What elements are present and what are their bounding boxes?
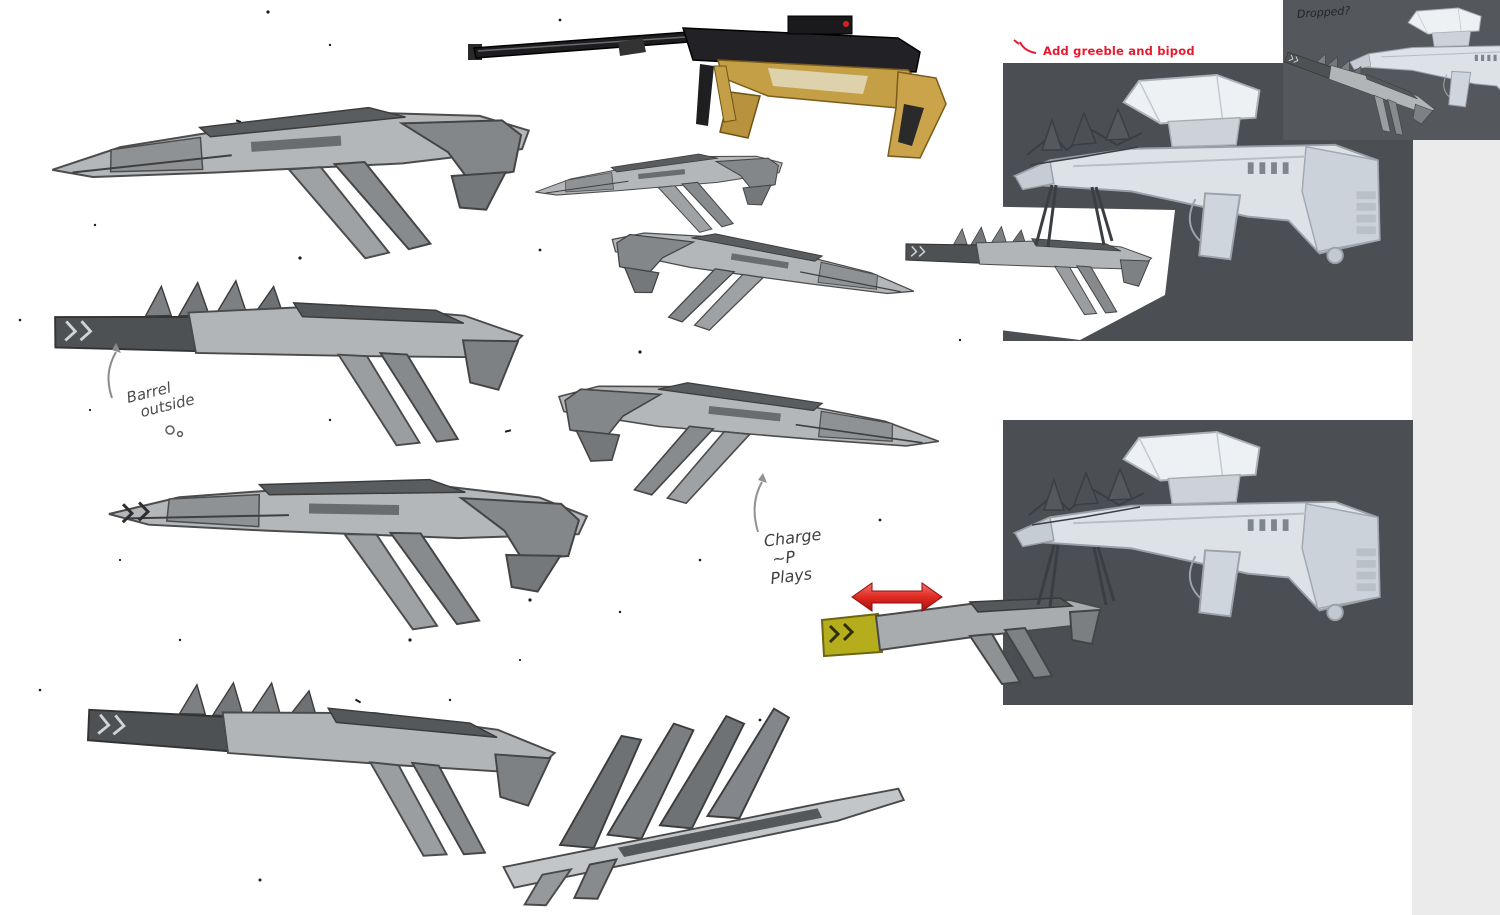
greeble-pointer-icon — [1013, 39, 1037, 54]
sketch-rifle-row2-center — [599, 217, 919, 362]
sketch-rifle-mid-left — [105, 472, 589, 634]
swap-arrow-icon — [851, 582, 943, 612]
sketch-rifle-bottom-center — [495, 701, 910, 909]
sketch-rifle-top-left — [48, 95, 538, 281]
render-rifle-hero-colored — [468, 15, 947, 159]
charge-note-arrow — [753, 473, 767, 533]
barrel-note-arrow — [107, 343, 184, 438]
sketch-rifle-row2-left — [47, 270, 526, 453]
right-background-strip — [1412, 0, 1500, 915]
sketch-rifle-yellow-variant — [820, 597, 1104, 686]
sketch-rifle-center — [548, 368, 943, 530]
sketch-rifle-bottom-left — [76, 663, 561, 870]
